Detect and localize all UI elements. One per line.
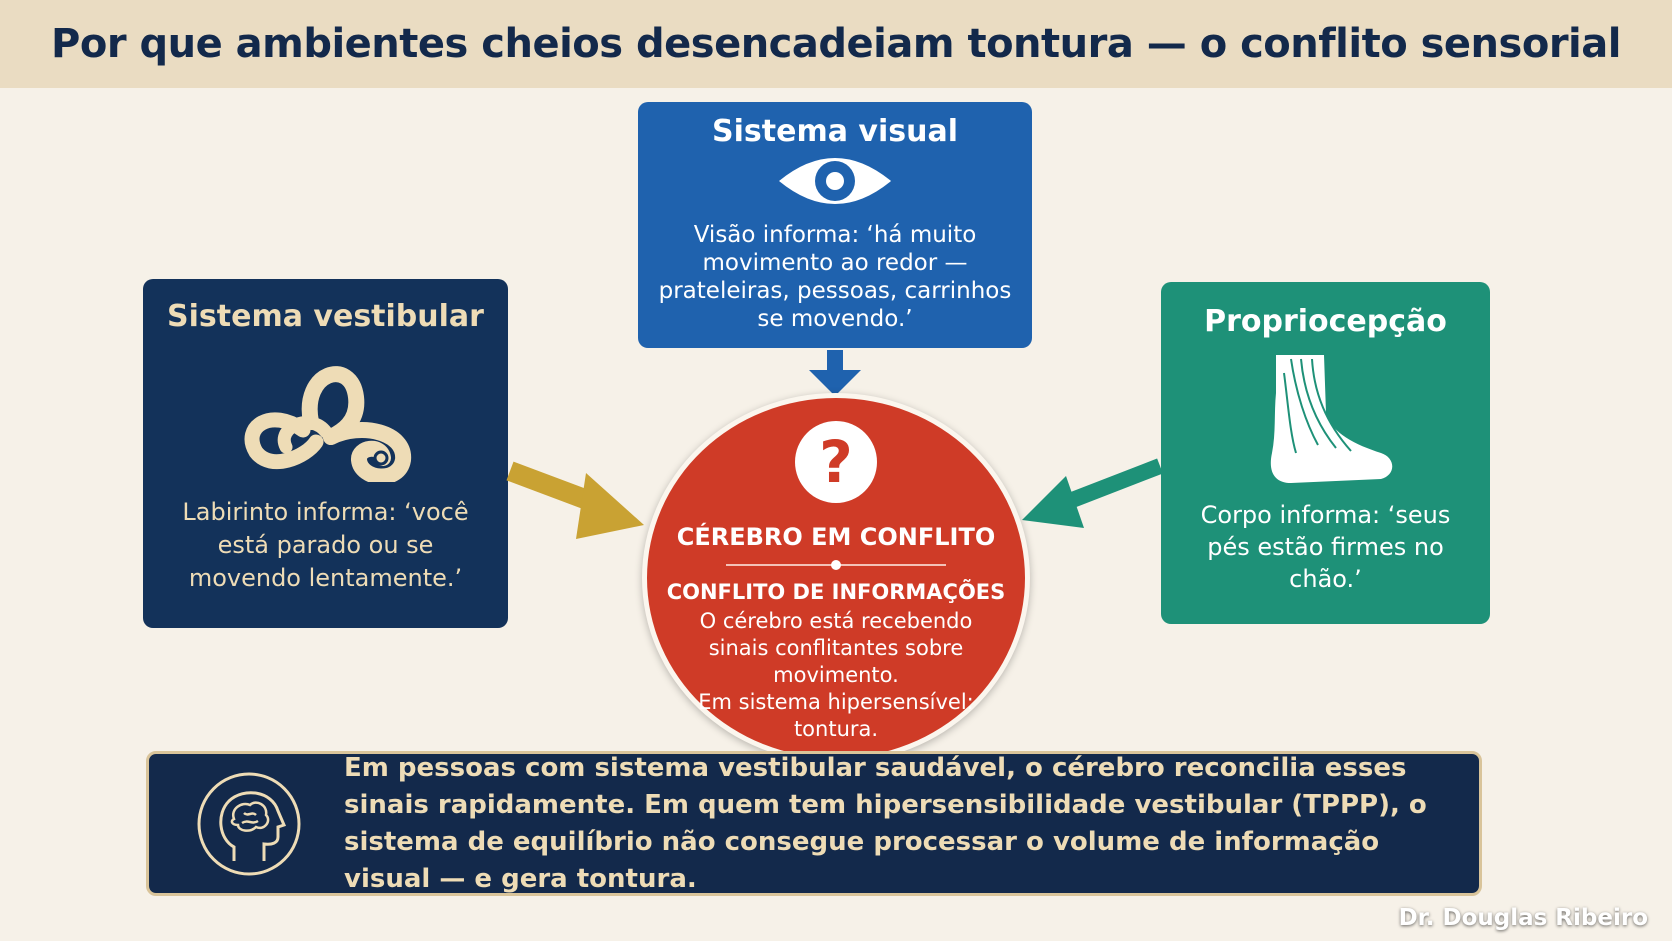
bottom-text: Em pessoas com sistema vestibular saudáv… [344, 752, 1427, 894]
visual-system-text: Visão informa: ‘há muito movimento ao re… [658, 222, 1012, 332]
center-text: O cérebro está recebendo sinais conflita… [699, 609, 973, 687]
author-signature: Dr. Douglas Ribeiro [1398, 905, 1648, 931]
question-mark-icon: ? [795, 421, 877, 503]
header-bar: Por que ambientes cheios desencadeiam to… [0, 0, 1672, 88]
eye-icon [779, 158, 891, 204]
visual-system-box: Sistema visual Visão informa: ‘há muito … [638, 102, 1032, 348]
visual-system-title: Sistema visual [712, 114, 958, 149]
page-title: Por que ambientes cheios desencadeiam to… [51, 21, 1621, 67]
center-subtitle: CONFLITO DE INFORMAÇÕES [666, 580, 1006, 604]
arrow-vestibular-to-center [506, 461, 644, 539]
proprioception-text: Corpo informa: ‘seus pés estão firmes no… [1200, 501, 1451, 593]
vestibular-system-title: Sistema vestibular [167, 299, 484, 334]
inner-ear-icon [244, 366, 411, 482]
vestibular-system-text: Labirinto informa: ‘você está parado ou … [182, 498, 469, 592]
arrow-proprioception-to-center [1022, 458, 1163, 528]
center-divider [726, 560, 946, 570]
center-text-2: Em sistema hipersensível: tontura. [698, 690, 974, 741]
foot-icon [1270, 355, 1392, 483]
bottom-explanation-box: Em pessoas com sistema vestibular saudáv… [146, 751, 1482, 896]
proprioception-title: Propriocepção [1204, 304, 1447, 339]
center-title: CÉREBRO EM CONFLITO [676, 523, 996, 551]
arrow-visual-to-center [809, 350, 861, 396]
vestibular-system-box: Sistema vestibular Labirinto informa: ‘v… [143, 279, 508, 628]
brain-head-icon [197, 772, 301, 875]
proprioception-box: Propriocepção Corpo informa: ‘seus pés e… [1161, 282, 1490, 624]
brain-conflict-circle: ? CÉREBRO EM CONFLITO CONFLITO DE INFORM… [642, 393, 1030, 763]
